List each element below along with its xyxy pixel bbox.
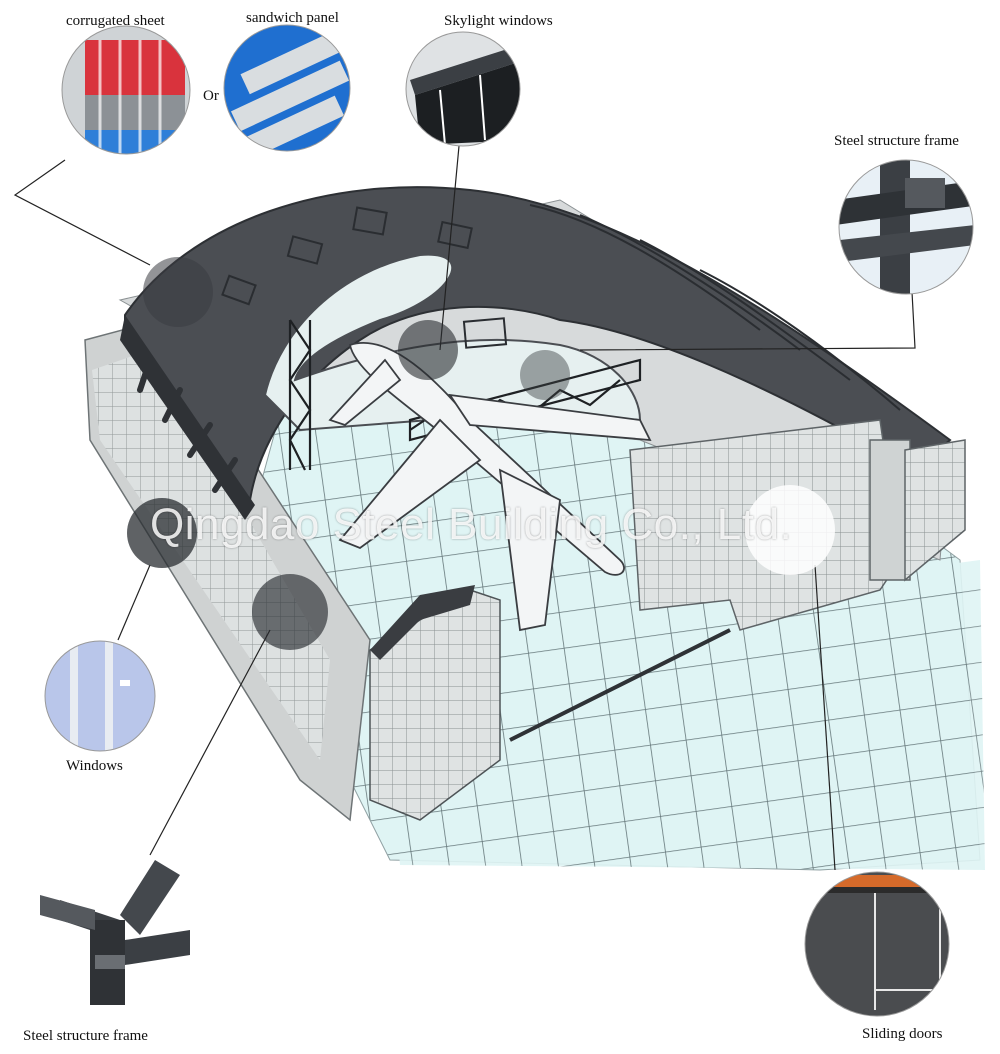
watermark: Qingdao Steel Building Co., Ltd. [150,500,793,549]
roof-ribs [529,204,901,411]
corrugated-sheet-photo [61,25,191,155]
far-right-wing [904,439,966,582]
label-corrugated-sheet: corrugated sheet [66,13,165,29]
window-frame-photo [44,640,156,752]
label-or: Or [203,88,219,104]
skylight-photo [405,31,521,147]
sandwich-panel-photo [223,24,351,152]
callout-lines [13,145,916,871]
label-sliding-doors: Sliding doors [862,1026,943,1042]
apron-floor [380,560,985,870]
roof-fascia [120,315,255,520]
label-sandwich-panel: sandwich panel [246,10,339,26]
hangar-illustration [84,186,985,871]
label-windows: Windows [66,758,123,774]
roof-skylights [221,206,508,349]
steel-joint-illustration [40,860,190,1005]
roof-struts [137,357,238,493]
left-wall-windows [92,350,330,760]
right-tower [869,439,911,581]
label-skylight-windows: Skylight windows [444,13,553,29]
label-steel-frame-top: Steel structure frame [834,133,959,149]
sliding-door-track [509,628,731,742]
steel-joint-photo [838,159,974,295]
sliding-door-photo [804,871,950,1017]
front-entrance-roof [370,585,475,660]
marker-circles [127,257,835,650]
label-steel-frame-bottom: Steel structure frame [23,1028,148,1044]
airplane [328,341,652,632]
